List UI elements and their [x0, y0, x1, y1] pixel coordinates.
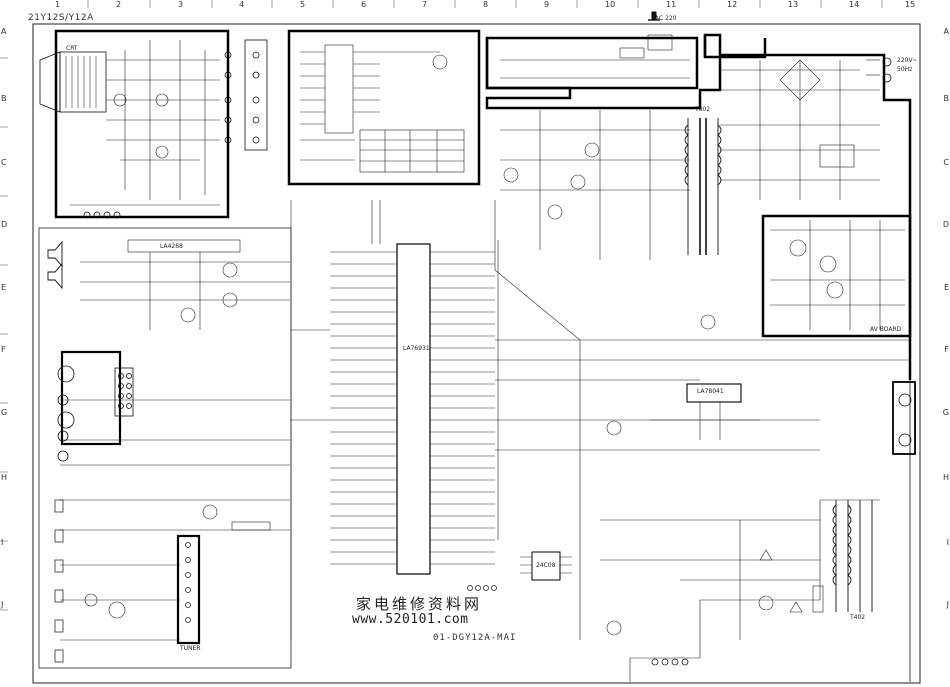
- row-label: A: [1, 27, 7, 36]
- row-label: G: [1, 408, 8, 417]
- row-label-right: I: [946, 538, 949, 547]
- av-jacks: [57, 365, 134, 462]
- row-label-right: C: [943, 158, 949, 167]
- center-bus-lines: [290, 200, 910, 640]
- mains-connector: [882, 57, 892, 83]
- mains-label: 220V~: [897, 57, 918, 64]
- av-block-label: AV BOARD: [870, 326, 902, 333]
- row-label: D: [1, 220, 8, 229]
- bottom-connector: [651, 658, 689, 666]
- protection-board-content: [770, 220, 905, 330]
- row-label: E: [1, 283, 7, 292]
- speaker-icons: [47, 240, 63, 290]
- row-label-right: B: [943, 94, 950, 103]
- row-label: F: [1, 345, 6, 354]
- col-label: 2: [116, 0, 122, 9]
- tuner-pins: [185, 542, 191, 623]
- audio-ic-label: LA4268: [160, 243, 183, 250]
- left-section-box: [38, 227, 292, 669]
- row-label-right: E: [943, 283, 949, 292]
- col-label: 3: [178, 0, 184, 9]
- connector-strip-left: [244, 39, 268, 151]
- row-label: H: [1, 473, 8, 482]
- vertical-ic-wiring: [606, 402, 774, 636]
- col-label: 7: [422, 0, 428, 9]
- crt-board-box: [54, 29, 230, 219]
- ac-input-label: AC 220: [655, 15, 677, 22]
- tuner-box: [176, 534, 201, 645]
- row-label-right: D: [942, 220, 949, 229]
- power-supply-wiring: [500, 34, 880, 330]
- mcu-board-box: [287, 29, 481, 186]
- crt-board-connector: [83, 51, 232, 219]
- audio-section: [80, 239, 290, 330]
- crt-socket: [39, 51, 107, 113]
- col-label: 9: [544, 0, 550, 9]
- main-ic-label: LA76931: [403, 345, 430, 352]
- grid-ticks: [0, 0, 883, 611]
- row-label-right: H: [942, 473, 949, 482]
- watermark-chinese: 家电维修资料网: [356, 595, 483, 613]
- crt-label: CRT: [66, 45, 78, 52]
- power-supply-outline: [485, 33, 912, 380]
- col-label: 4: [239, 0, 245, 9]
- mcu-board-content: [300, 44, 465, 173]
- main-ic-body: [396, 243, 431, 575]
- chopper-transformer: [684, 118, 722, 255]
- col-label: 1: [55, 0, 61, 9]
- av-input-box: [60, 350, 122, 446]
- watermark-url: www.520101.com: [352, 612, 469, 627]
- crt-board-wiring: [70, 40, 220, 206]
- col-label: 8: [483, 0, 489, 9]
- row-label: C: [1, 158, 7, 167]
- flyback-transformer: [832, 500, 873, 612]
- col-label: 5: [300, 0, 306, 9]
- col-label: 14: [849, 0, 860, 9]
- fbt-label: T802: [695, 106, 711, 113]
- col-label: 10: [605, 0, 616, 9]
- col-label: 13: [788, 0, 799, 9]
- model-title: 21Y12S/Y12A: [28, 13, 94, 23]
- col-label: 6: [361, 0, 367, 9]
- outer-frame: [32, 23, 921, 684]
- protection-board-box: [761, 214, 912, 338]
- tuner-label: TUNER: [180, 645, 201, 652]
- deflection-label: T402: [850, 614, 866, 621]
- row-label: J: [1, 600, 4, 609]
- eeprom-pins: [520, 556, 572, 574]
- row-label-right: J: [946, 600, 949, 609]
- row-label-right: A: [943, 27, 949, 36]
- col-label: 15: [905, 0, 916, 9]
- col-label: 12: [727, 0, 738, 9]
- left-edge-pins: [54, 499, 64, 663]
- row-label-right: F: [944, 345, 949, 354]
- deflection-area: [600, 499, 880, 682]
- main-ic-pins: [330, 251, 495, 565]
- vertical-ic: [686, 383, 742, 403]
- col-label: 11: [666, 0, 677, 9]
- yoke-connector: [892, 381, 916, 455]
- eeprom-label: 24C08: [536, 562, 556, 569]
- row-label: B: [1, 94, 7, 103]
- vertical-ic-label: LA78041: [697, 388, 724, 395]
- left-io-wiring: [60, 399, 290, 641]
- mains-freq-label: 50Hz: [897, 66, 913, 73]
- row-label: I: [1, 538, 4, 547]
- board-id: 01-DGY12A-MAI: [433, 633, 517, 643]
- key-connector: [467, 585, 497, 591]
- eeprom-ic: [531, 551, 561, 581]
- ac-plug-icon: [648, 11, 660, 21]
- row-label-right: G: [942, 408, 949, 417]
